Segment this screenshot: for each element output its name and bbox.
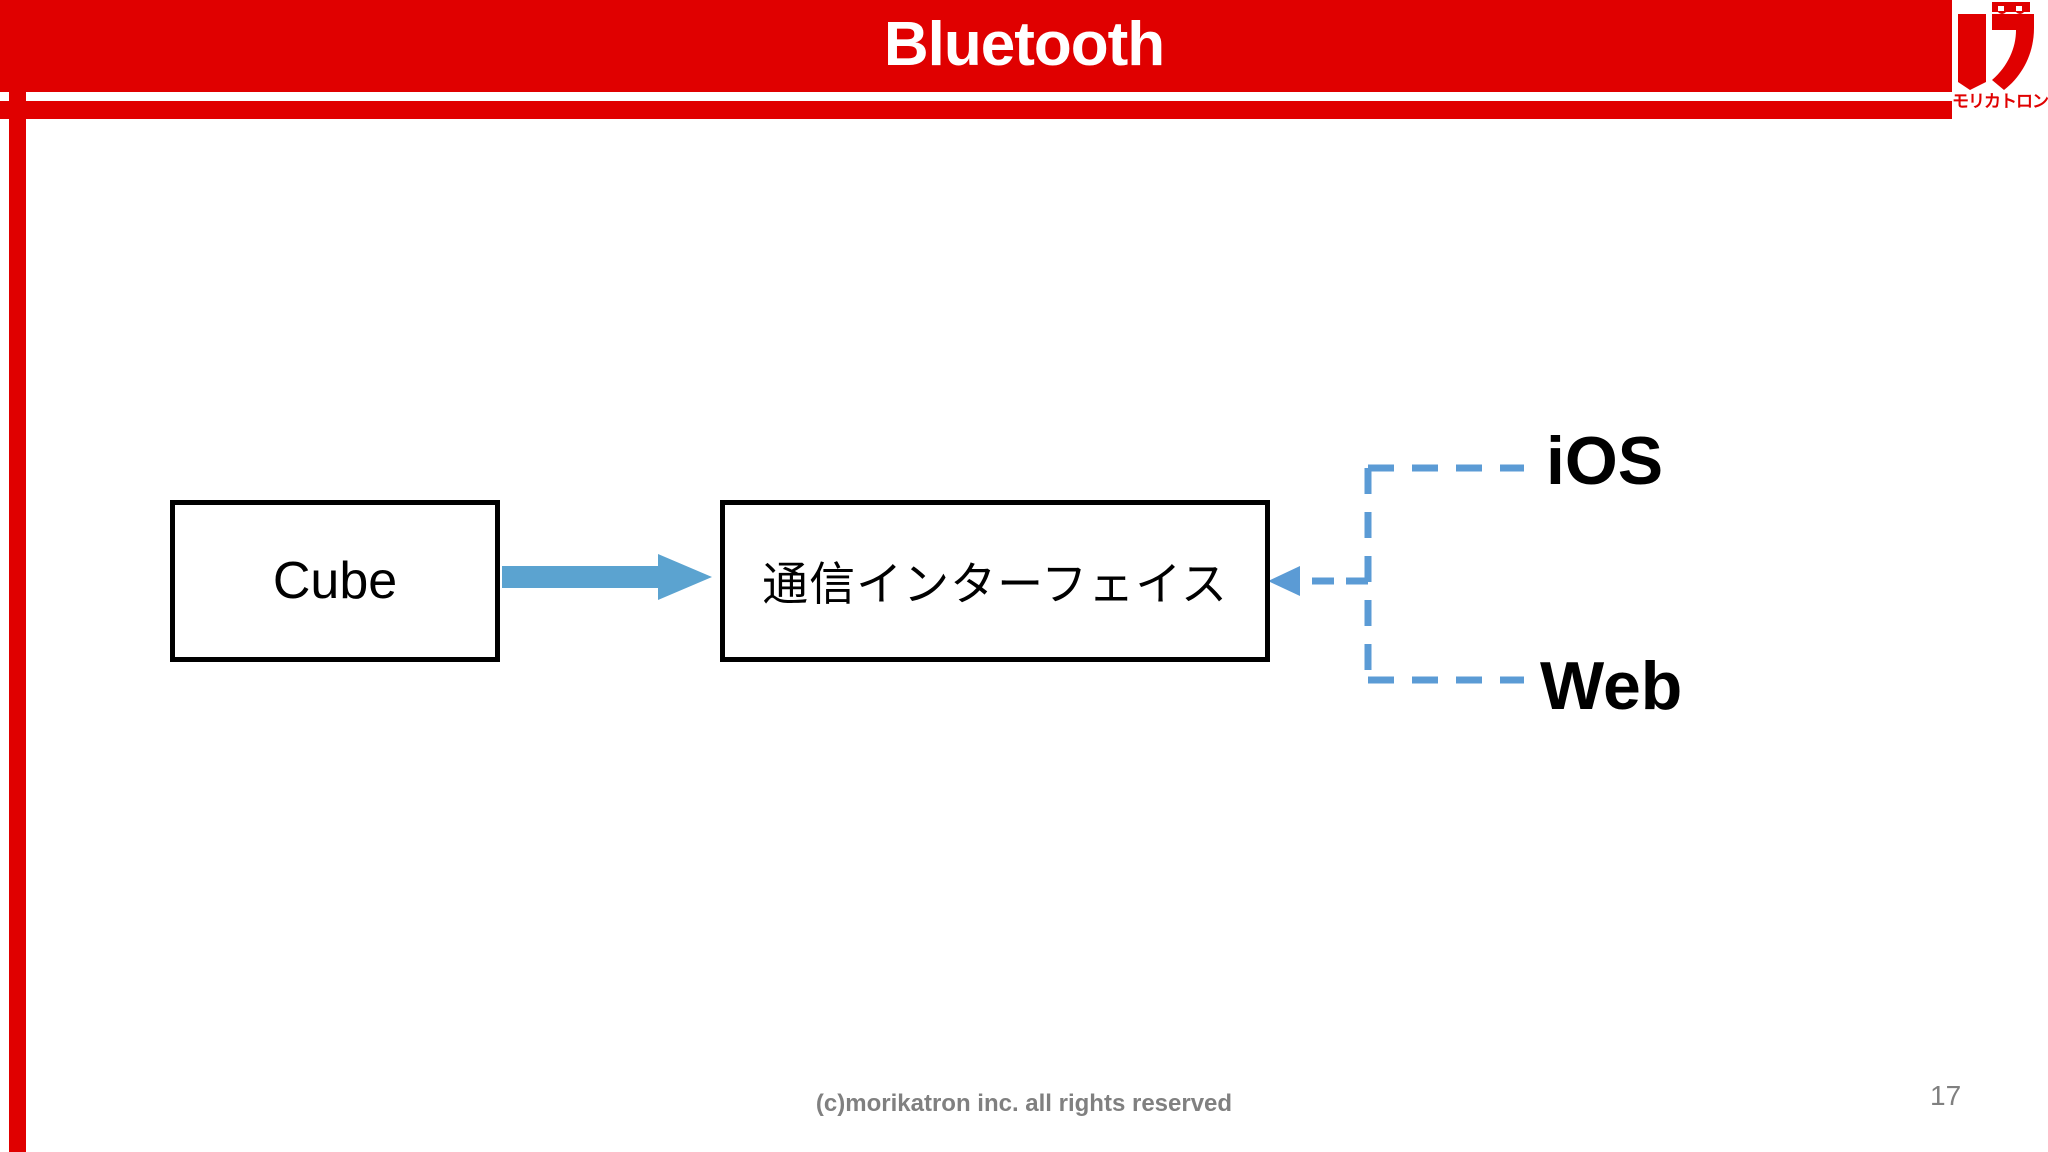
morikatron-mark-icon (1958, 2, 2034, 90)
diagram-endpoint-ios: iOS (1546, 423, 1664, 499)
page-number: 17 (1930, 1080, 1962, 1111)
diagram-node-interface-label: 通信インターフェイス (762, 559, 1228, 610)
slide-canvas: Cube 通信インターフェイス iOS Web (0, 122, 2048, 1022)
header-band (0, 0, 2048, 92)
left-accent-bar (9, 0, 26, 1152)
arrow-clients-to-interface (1268, 566, 1368, 596)
diagram-node-cube[interactable]: Cube (170, 500, 500, 662)
diagram-node-cube-label: Cube (272, 552, 398, 610)
arrow-cube-to-interface (502, 554, 712, 600)
diagram-node-interface[interactable]: 通信インターフェイス (720, 500, 1270, 662)
page-title: Bluetooth (883, 10, 1165, 79)
logo-wordmark: モリカトロン (1952, 92, 2048, 112)
header-accent-stripe (0, 101, 2048, 119)
brand-logo: モリカトロン (1952, 0, 2048, 122)
footer-copyright: (c)morikatron inc. all rights reserved (815, 1090, 1233, 1117)
dashed-client-bracket (1364, 464, 1524, 684)
diagram-endpoint-web: Web (1540, 648, 1683, 724)
